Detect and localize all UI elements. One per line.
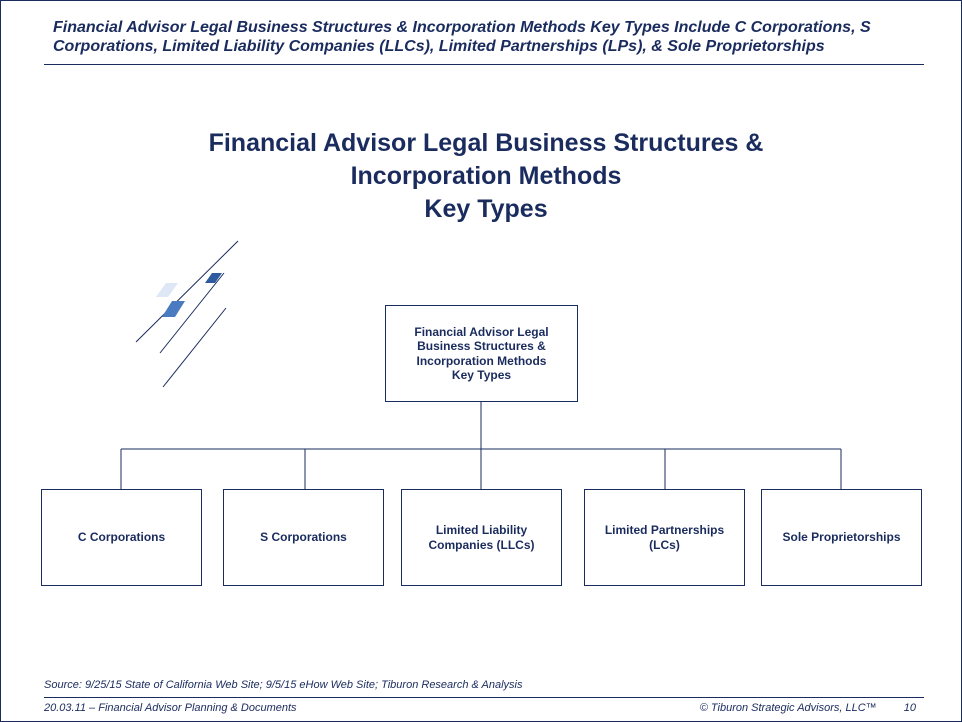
root-node-line-4: Key Types bbox=[451, 368, 512, 382]
main-title-line-1: Financial Advisor Legal Business Structu… bbox=[208, 129, 764, 157]
header-title: Financial Advisor Legal Business Structu… bbox=[53, 19, 871, 55]
decorative-diamond-lines-graphic bbox=[135, 240, 239, 388]
page-number: 10 bbox=[903, 702, 916, 714]
main-title-line-3: Key Types bbox=[424, 195, 548, 223]
node-limited-liability-companies: Limited Liability Companies (LLCs) bbox=[401, 489, 562, 586]
footer-divider bbox=[44, 697, 924, 698]
node-s-corporations: S Corporations bbox=[223, 489, 384, 586]
root-node-text: Financial Advisor Legal Business Structu… bbox=[414, 325, 548, 383]
root-node-line-1: Financial Advisor Legal bbox=[414, 324, 549, 339]
footer-copyright: © Tiburon Strategic Advisors, LLC™ bbox=[699, 702, 877, 714]
footer-document-label: 20.03.11 – Financial Advisor Planning & … bbox=[44, 702, 297, 714]
node-sole-proprietorships: Sole Proprietorships bbox=[761, 489, 922, 586]
main-title-line-2: Incorporation Methods bbox=[350, 162, 622, 190]
node-c-corporations: C Corporations bbox=[41, 489, 202, 586]
footer-right: © Tiburon Strategic Advisors, LLC™ 10 bbox=[700, 702, 916, 714]
root-node-line-2: Business Structures & bbox=[417, 339, 546, 353]
main-title: Financial Advisor Legal Business Structu… bbox=[150, 127, 822, 226]
source-note: Source: 9/25/15 State of California Web … bbox=[44, 679, 523, 691]
node-limited-partnerships: Limited Partnerships (LCs) bbox=[584, 489, 745, 586]
root-node: Financial Advisor Legal Business Structu… bbox=[385, 305, 578, 402]
root-node-line-3: Incorporation Methods bbox=[416, 353, 547, 368]
header-divider bbox=[44, 64, 924, 65]
